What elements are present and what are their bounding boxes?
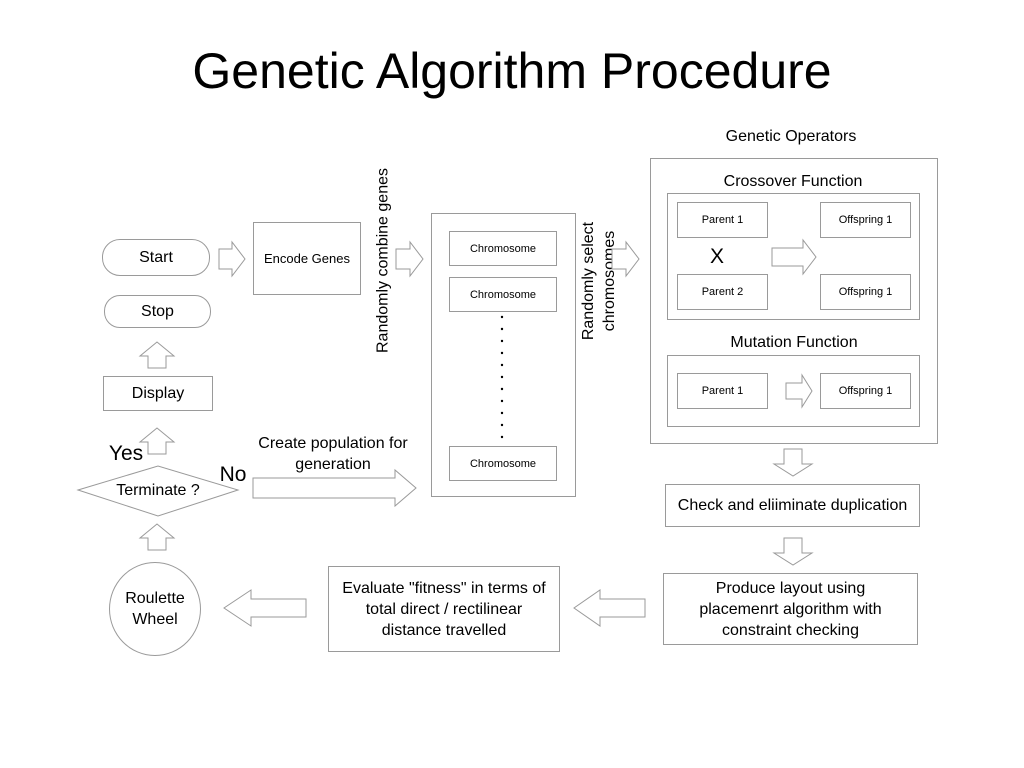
arrow-mutation [785,373,813,409]
page-title: Genetic Algorithm Procedure [192,43,832,99]
terminate-decision-diamond [76,465,240,517]
chromosome-box-1: Chromosome [449,231,557,266]
chromosome-box-3: Chromosome [449,446,557,481]
crossover-parent1-box: Parent 1 [677,202,768,238]
chromosome-ellipsis-dots [500,315,504,439]
arrow-produce-to-evaluate [573,589,646,627]
create-population-label: Create population for generation [258,435,408,473]
no-label: No [219,463,247,486]
roulette-wheel: Roulette Wheel [109,562,201,656]
arrow-no-to-population [252,468,417,508]
evaluate-fitness-box: Evaluate "fitness" in terms of total dir… [328,566,560,652]
start-node: Start [102,239,210,276]
chromosome-box-2: Chromosome [449,277,557,312]
yes-label: Yes [108,442,144,465]
mutation-parent1-box: Parent 1 [677,373,768,409]
mutation-offspring1-box: Offspring 1 [820,373,911,409]
arrow-operators-to-check [772,448,814,477]
display-box: Display [103,376,213,411]
crossover-offspring2-box: Offspring 1 [820,274,911,310]
arrow-encode-to-combine [395,240,424,278]
arrow-roulette-to-terminate [138,523,176,551]
arrow-population-to-select [611,240,640,278]
terminate-decision-text: Terminate ? [116,482,200,499]
mutation-function-label: Mutation Function [730,334,858,351]
produce-layout-box: Produce layout using placemenrt algorith… [663,573,918,645]
arrow-terminate-to-display [138,427,176,455]
genetic-operators-label: Genetic Operators [725,128,857,145]
arrow-start-to-encode [218,240,246,278]
crossover-parent2-box: Parent 2 [677,274,768,310]
crossover-offspring1-box: Offspring 1 [820,202,911,238]
arrow-evaluate-to-roulette [223,589,307,627]
stop-node: Stop [104,295,211,328]
encode-genes-box: Encode Genes [253,222,361,295]
crossover-function-label: Crossover Function [723,173,863,190]
arrow-display-to-stop [138,341,176,369]
arrow-check-to-produce [772,537,814,566]
check-duplication-box: Check and eliiminate duplication [665,484,920,527]
crossover-x-label: X [709,245,724,268]
arrow-crossover [771,238,817,276]
